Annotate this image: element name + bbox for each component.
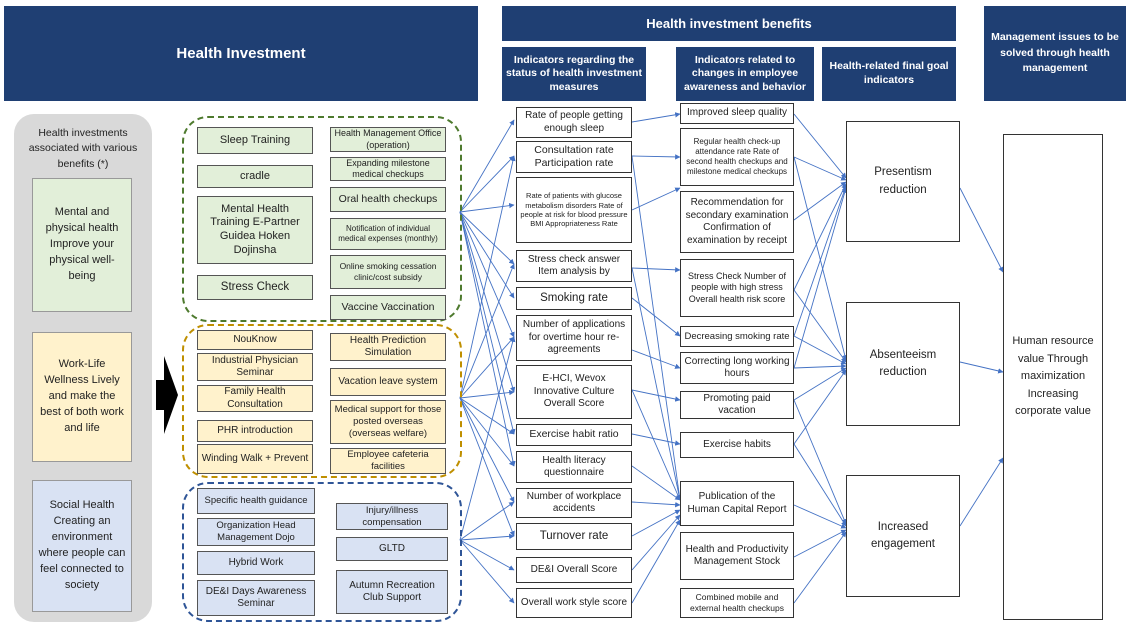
- investment-industrial-physician-seminar: Industrial Physician Seminar: [197, 353, 313, 381]
- goal-increased-engagement: Increased engagement: [846, 475, 960, 597]
- investment-milestone-checkups: Expanding milestone medical checkups: [330, 157, 446, 181]
- investment-oral-health: Oral health checkups: [330, 187, 446, 212]
- investment-mental-health-training: Mental Health Training E-Partner Guidea …: [197, 196, 313, 264]
- investment-organization-head-dojo: Organization Head Management Dojo: [197, 518, 315, 546]
- group-orange: [182, 324, 462, 478]
- investment-employee-cafeteria: Employee cafeteria facilities: [330, 448, 446, 474]
- investment-family-health-consultation: Family Health Consultation: [197, 385, 313, 412]
- investment-dei-days: DE&I Days Awareness Seminar: [197, 580, 315, 616]
- status-health-literacy: Health literacy questionnaire: [516, 451, 632, 483]
- status-turnover-rate: Turnover rate: [516, 523, 632, 550]
- group-green: [182, 116, 462, 322]
- investment-phr-introduction: PHR introduction: [197, 420, 313, 442]
- investment-vaccine: Vaccine Vaccination: [330, 295, 446, 320]
- goal-presentism-reduction: Presentism reduction: [846, 121, 960, 242]
- goal-absenteeism-reduction: Absenteeism reduction: [846, 302, 960, 426]
- investment-sleep-training: Sleep Training: [197, 127, 313, 154]
- behavior-secondary-exam: Recommendation for secondary examination…: [680, 191, 794, 253]
- behavior-improved-sleep: Improved sleep quality: [680, 103, 794, 124]
- investment-health-prediction: Health Prediction Simulation: [330, 333, 446, 361]
- status-smoking-rate: Smoking rate: [516, 287, 632, 310]
- investment-winding-walk: Winding Walk + Prevent: [197, 444, 313, 474]
- header-final-goal: Health-related final goal indicators: [822, 47, 956, 101]
- left-panel-title: Health investments associated with vario…: [28, 127, 138, 170]
- investment-gltd: GLTD: [336, 537, 448, 561]
- status-stress-check-analysis: Stress check answer Item analysis by: [516, 250, 632, 282]
- status-glucose-bp-bmi: Rate of patients with glucose metabolism…: [516, 177, 632, 243]
- arrow-right-icon: [156, 356, 178, 434]
- investment-nouknow: NouKnow: [197, 330, 313, 350]
- investment-health-management-office: Health Management Office (operation): [330, 127, 446, 152]
- status-exercise-habit-ratio: Exercise habit ratio: [516, 424, 632, 446]
- category-social-health: Social Health Creating an environment wh…: [32, 480, 132, 612]
- behavior-decreasing-smoking: Decreasing smoking rate: [680, 326, 794, 347]
- header-status-indicators: Indicators regarding the status of healt…: [502, 47, 646, 101]
- management-value: Human resource value Through maximizatio…: [1003, 134, 1103, 620]
- investment-hybrid-work: Hybrid Work: [197, 551, 315, 575]
- investment-medical-expenses-notification: Notification of individual medical expen…: [330, 218, 446, 250]
- status-work-style-score: Overall work style score: [516, 588, 632, 618]
- header-benefits: Health investment benefits: [502, 6, 956, 41]
- header-management-issues: Management issues to be solved through h…: [984, 6, 1126, 101]
- investment-smoking-cessation: Online smoking cessation clinic/cost sub…: [330, 255, 446, 289]
- investment-injury-illness-compensation: Injury/illness compensation: [336, 503, 448, 530]
- investment-cradle: cradle: [197, 165, 313, 188]
- status-dei-score: DE&I Overall Score: [516, 557, 632, 583]
- category-mental-physical: Mental and physical health Improve your …: [32, 178, 132, 312]
- behavior-mobile-health-checkups: Combined mobile and external health chec…: [680, 588, 794, 618]
- behavior-long-working-hours: Correcting long working hours: [680, 352, 794, 384]
- status-workplace-accidents: Number of workplace accidents: [516, 488, 632, 518]
- investment-overseas-medical-support: Medical support for those posted oversea…: [330, 400, 446, 444]
- investment-autumn-recreation: Autumn Recreation Club Support: [336, 570, 448, 614]
- status-overtime-applications: Number of applications for overtime hour…: [516, 315, 632, 361]
- status-ehci-wevox: E-HCI, Wevox Innovative Culture Overall …: [516, 365, 632, 419]
- header-health-investment: Health Investment: [4, 6, 478, 101]
- header-behavior-indicators: Indicators related to changes in employe…: [676, 47, 814, 101]
- category-work-life: Work-Life Wellness Lively and make the b…: [32, 332, 132, 462]
- behavior-exercise-habits: Exercise habits: [680, 432, 794, 458]
- behavior-checkup-attendance: Regular health check-up attendance rate …: [680, 128, 794, 186]
- investment-specific-health-guidance: Specific health guidance: [197, 488, 315, 514]
- behavior-paid-vacation: Promoting paid vacation: [680, 391, 794, 419]
- behavior-stress-check: Stress Check Number of people with high …: [680, 259, 794, 317]
- group-blue: [182, 482, 462, 622]
- investment-vacation-leave: Vacation leave system: [330, 368, 446, 396]
- status-enough-sleep: Rate of people getting enough sleep: [516, 107, 632, 138]
- behavior-hpm-stock: Health and Productivity Management Stock: [680, 532, 794, 580]
- behavior-human-capital-report: Publication of the Human Capital Report: [680, 481, 794, 526]
- status-consultation-rate: Consultation rate Participation rate: [516, 141, 632, 173]
- investment-stress-check: Stress Check: [197, 275, 313, 300]
